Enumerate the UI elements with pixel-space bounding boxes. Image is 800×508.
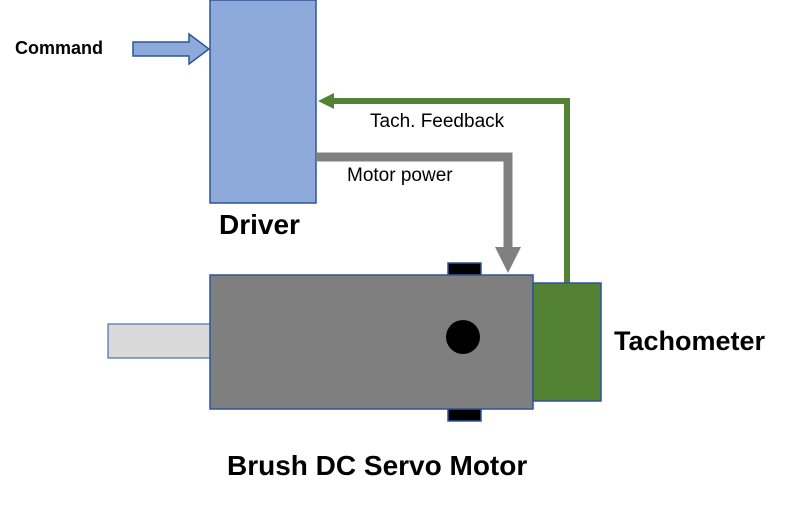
motor-body [209, 274, 534, 410]
driver-label: Driver [219, 209, 300, 240]
tachometer-label: Tachometer [614, 326, 766, 356]
brush-bottom [447, 407, 482, 422]
command-arrow [132, 32, 211, 66]
feedback-arrow-line [332, 98, 570, 283]
command-label: Command [15, 38, 104, 58]
motor-label: Brush DC Servo Motor [227, 450, 528, 481]
tach-feedback-label: Tach. Feedback [370, 111, 505, 132]
driver-block [209, 0, 317, 204]
motor-power-arrow-line [316, 152, 513, 249]
brush-top [447, 262, 482, 277]
rotor-dot [446, 320, 480, 354]
motor-shaft [107, 323, 212, 359]
feedback-arrowhead [318, 93, 334, 109]
motor-power-arrowhead [495, 247, 521, 273]
motor-power-label: Motor power [347, 165, 453, 186]
tachometer-block [532, 282, 602, 402]
